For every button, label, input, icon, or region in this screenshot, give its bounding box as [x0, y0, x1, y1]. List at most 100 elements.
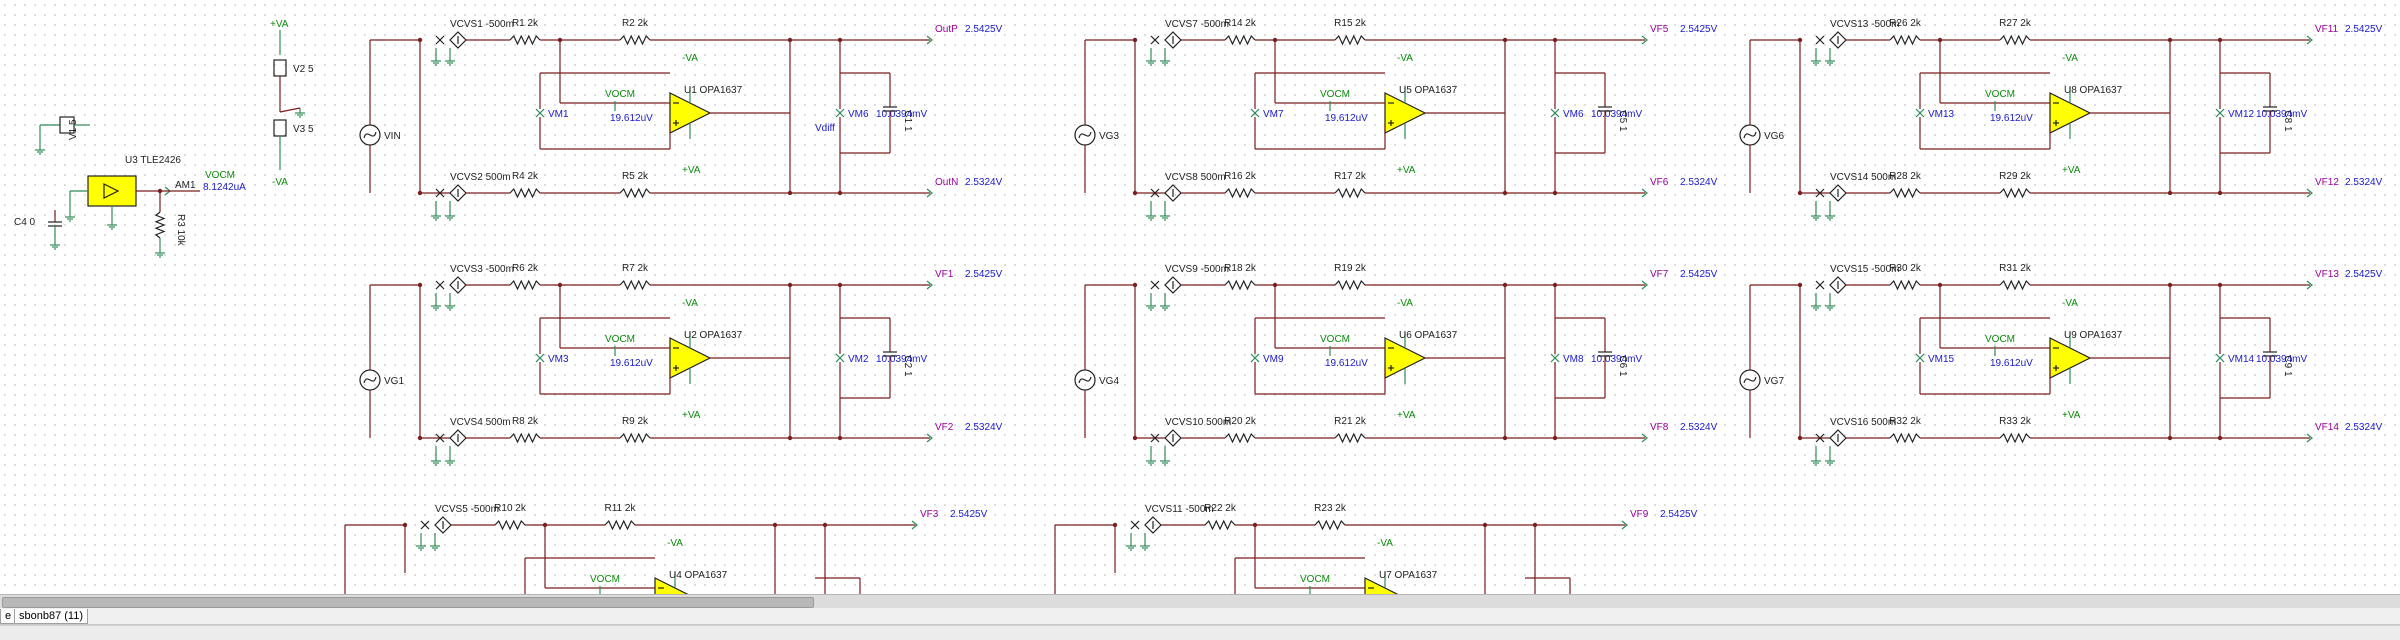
resistor-symbol[interactable]: [1224, 34, 1256, 46]
scrollbar-thumb[interactable]: [2, 597, 814, 608]
voltmeter-symbol[interactable]: [1250, 108, 1260, 118]
signal-source-symbol[interactable]: [1074, 369, 1096, 391]
output-terminal[interactable]: [2306, 433, 2313, 443]
output-terminal[interactable]: [1641, 188, 1648, 198]
resistor-symbol[interactable]: [154, 211, 166, 239]
junction-dot: [417, 282, 423, 288]
voltmeter-symbol[interactable]: [1550, 108, 1560, 118]
resistor-symbol[interactable]: [509, 187, 541, 199]
resistor-symbol[interactable]: [1334, 187, 1366, 199]
resistor-symbol[interactable]: [509, 279, 541, 291]
voltmeter-symbol[interactable]: [835, 353, 845, 363]
vcvs-symbol[interactable]: [1815, 429, 1847, 447]
voltmeter-symbol[interactable]: [835, 108, 845, 118]
resistor-symbol[interactable]: [619, 279, 651, 291]
output-terminal[interactable]: [926, 433, 933, 443]
output-terminal[interactable]: [1641, 280, 1648, 290]
vcvs-symbol[interactable]: [1150, 184, 1182, 202]
resistor-symbol[interactable]: [1999, 34, 2031, 46]
voltmeter-symbol[interactable]: [2215, 353, 2225, 363]
output-node-label: VF1: [935, 269, 954, 280]
resistor-symbol[interactable]: [1334, 432, 1366, 444]
resistor-symbol[interactable]: [1999, 187, 2031, 199]
resistor-symbol[interactable]: [604, 519, 636, 531]
resistor-symbol[interactable]: [494, 519, 526, 531]
opamp-symbol[interactable]: [1384, 332, 1427, 384]
resistor-symbol[interactable]: [1889, 279, 1921, 291]
output-terminal[interactable]: [1641, 35, 1648, 45]
output-terminal[interactable]: [2306, 280, 2313, 290]
resistor-symbol[interactable]: [1314, 519, 1346, 531]
vcvs-symbol[interactable]: [435, 184, 467, 202]
output-terminal[interactable]: [2306, 188, 2313, 198]
output-terminal[interactable]: [1621, 520, 1628, 530]
vcvs-symbol[interactable]: [1150, 31, 1182, 49]
output-terminal[interactable]: [911, 520, 918, 530]
vcvs-cross: [1815, 433, 1825, 443]
resistor-symbol[interactable]: [1334, 279, 1366, 291]
resistor-symbol[interactable]: [1224, 432, 1256, 444]
vcvs-symbol[interactable]: [435, 276, 467, 294]
resistor-label: R4 2k: [512, 171, 539, 182]
resistor-symbol[interactable]: [1889, 432, 1921, 444]
reference-ic[interactable]: [87, 175, 137, 207]
output-terminal[interactable]: [926, 35, 933, 45]
resistor-label: R22 2k: [1204, 503, 1237, 514]
voltmeter-symbol[interactable]: [2215, 108, 2225, 118]
voltmeter-symbol[interactable]: [535, 108, 545, 118]
vcvs-symbol[interactable]: [1815, 31, 1847, 49]
voltmeter-symbol[interactable]: [535, 353, 545, 363]
output-terminal[interactable]: [1641, 433, 1648, 443]
vcvs-symbol[interactable]: [420, 516, 452, 534]
voltmeter-symbol[interactable]: [1915, 108, 1925, 118]
opamp-symbol[interactable]: [1364, 572, 1405, 594]
resistor-symbol[interactable]: [1999, 432, 2031, 444]
vcvs-symbol[interactable]: [1815, 184, 1847, 202]
resistor-symbol[interactable]: [1999, 279, 2031, 291]
resistor-symbol[interactable]: [619, 432, 651, 444]
vcvs-symbol[interactable]: [1150, 429, 1182, 447]
voltmeter-symbol[interactable]: [1250, 353, 1260, 363]
battery-symbol[interactable]: [273, 119, 287, 137]
opamp-symbol[interactable]: [2049, 332, 2092, 384]
signal-source-symbol[interactable]: [1739, 369, 1761, 391]
resistor-symbol[interactable]: [1224, 187, 1256, 199]
resistor-symbol[interactable]: [1334, 34, 1366, 46]
signal-source-symbol[interactable]: [1739, 124, 1761, 146]
resistor-symbol[interactable]: [1889, 187, 1921, 199]
vcvs-symbol[interactable]: [435, 429, 467, 447]
opamp-symbol[interactable]: [1384, 87, 1427, 139]
meas-label: VOCM: [205, 170, 235, 181]
voltmeter-symbol[interactable]: [1550, 353, 1560, 363]
tab-active[interactable]: sbonb87 (11): [14, 609, 89, 624]
vcvs-symbol[interactable]: [1815, 276, 1847, 294]
resistor-symbol[interactable]: [1204, 519, 1236, 531]
resistor-symbol[interactable]: [1889, 34, 1921, 46]
opamp-symbol[interactable]: [2049, 87, 2092, 139]
signal-source-symbol[interactable]: [359, 124, 381, 146]
opamp-symbol[interactable]: [654, 572, 695, 594]
resistor-symbol[interactable]: [619, 187, 651, 199]
output-terminal[interactable]: [2306, 35, 2313, 45]
vcvs-symbol[interactable]: [435, 31, 467, 49]
output-node-value: 2.5324V: [2345, 177, 2383, 188]
battery-symbol[interactable]: [273, 59, 287, 77]
resistor-symbol[interactable]: [1224, 279, 1256, 291]
opamp-symbol[interactable]: [669, 87, 712, 139]
vcvs-symbol[interactable]: [1130, 516, 1162, 534]
output-terminal[interactable]: [926, 280, 933, 290]
output-terminal[interactable]: [926, 188, 933, 198]
vcvs-symbol[interactable]: [1150, 276, 1182, 294]
signal-source-symbol[interactable]: [1074, 124, 1096, 146]
opamp-symbol[interactable]: [669, 332, 712, 384]
signal-source-symbol[interactable]: [359, 369, 381, 391]
voltmeter-symbol[interactable]: [1915, 353, 1925, 363]
resistor-symbol[interactable]: [509, 432, 541, 444]
resistor-symbol[interactable]: [509, 34, 541, 46]
capacitor-symbol[interactable]: [48, 221, 62, 227]
horizontal-scrollbar[interactable]: [0, 594, 2400, 609]
resistor-symbol[interactable]: [619, 34, 651, 46]
